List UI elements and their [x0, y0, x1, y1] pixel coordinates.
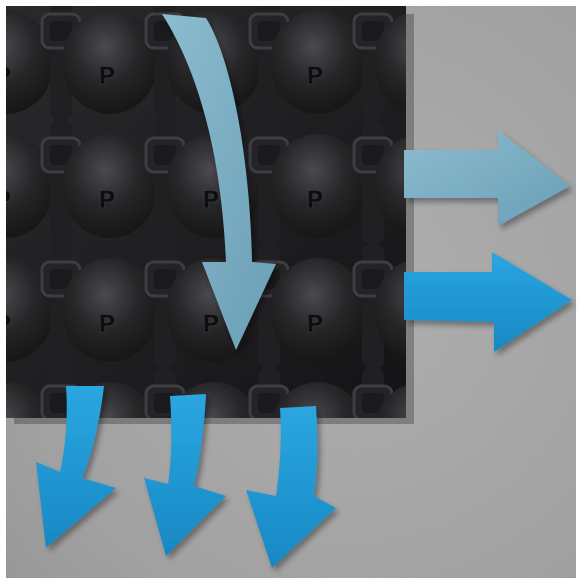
membrane-letter: P — [98, 186, 116, 214]
membrane-letter: P — [202, 186, 220, 214]
membrane-letter: P — [306, 186, 324, 214]
membrane-letter: P — [98, 310, 116, 338]
membrane-letter: P — [306, 310, 324, 338]
membrane-letter: P — [306, 62, 324, 90]
membrane-letter: P — [202, 310, 220, 338]
membrane-letter: P — [98, 62, 116, 90]
